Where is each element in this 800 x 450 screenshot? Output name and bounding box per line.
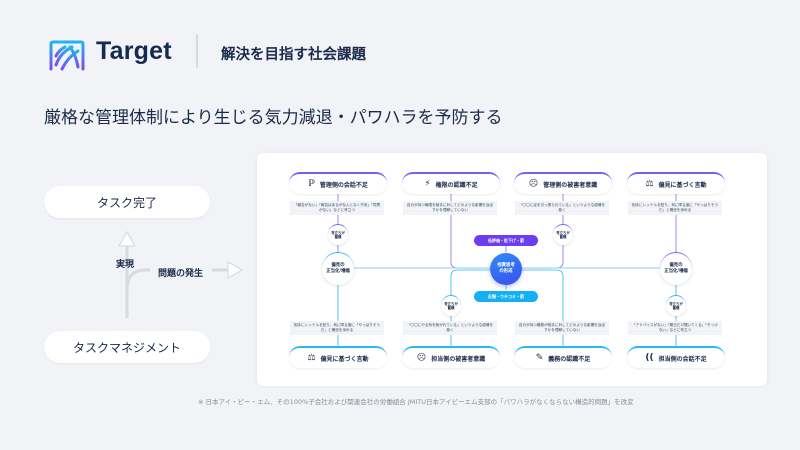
tag-resistance: 反撥・ウチコミ・罰 [474,291,538,302]
category-staff-victim-mindset: ☹ 担当側の被害者意識 [402,346,500,368]
irritation-node: 苛立ちが蓄積 [328,224,348,245]
description: 「〇〇に足を引っ張られている」というような感情を抱く [515,201,609,215]
irritation-node: 苛立ちが蓄積 [666,295,686,316]
irritation-node: 苛立ちが蓄積 [441,295,461,316]
category-staff-conversation-shortage: (( 担当側の会話不足 [627,346,725,368]
speaking-icon: (( [645,352,654,363]
category-biased-behavior-top: ⚖ 偏見に基づく言動 [627,172,725,194]
blame-thinking-core-node: 他責思考の形成 [490,253,522,285]
category-biased-behavior-bottom: ⚖ 偏見に基づく言動 [289,346,387,368]
description: 「〇〇にやる気を削がれている」というような感情を抱く [403,321,497,335]
target-logo-icon [48,39,86,71]
description: 自分が持つ権限を相手に対してどのような影響を及ぼすかを理解していない [403,201,497,215]
realize-label: 実現 [116,260,135,270]
description: 相手にレッテルを貼り、気に障る度に「やっぱりそうだ」と確信を深める [628,201,722,215]
task-complete-pill: タスク完了 [44,186,210,218]
brand-name: Target [96,37,172,65]
bias-justification-node-right: 偏見の正当化/増幅 [660,252,692,285]
category-management-victim-mindset: ☹ 管理側の被害者意識 [514,172,612,194]
category-duty-awareness-shortage: ✎ 義務の認識不足 [514,346,612,368]
category-label: 管理側の会話不足 [319,181,368,189]
scale-icon: ⚖ [307,352,316,363]
category-label: 担当側の被害者意識 [431,355,486,363]
scale-icon: ⚖ [645,178,654,189]
category-label: 担当側の会話不足 [658,355,707,363]
description: 自分が持つ義務が相手に対してどのような影響を及ぼすかを理解していない [515,321,609,335]
category-management-conversation-shortage: ℙ 管理側の会話不足 [289,172,387,194]
irritation-node: 苛立ちが蓄積 [553,224,573,245]
header-subtitle: 解決を目指す社会課題 [221,47,366,63]
header-divider [196,34,198,68]
description: 「報告がない」「報告はあるがなんとなく不安」「質問がない」などに苛立つ [290,201,384,215]
sad-face-icon: ☹ [416,352,427,363]
category-label: 義務の認識不足 [548,355,591,363]
edit-note-icon: ✎ [535,352,544,363]
lightning-icon: ⚡ [424,178,431,189]
description: 「アドバイスがない」「期日だけ聞いてくる」「そっけない」などに苛立つ [628,321,722,335]
category-label: 権限の認識不足 [435,181,478,189]
problem-arises-label: 問題の発生 [158,269,204,279]
description: 相手にレッテルを貼り、気に障る度に「やっぱりそうだ」と確信を深める [290,321,384,335]
bias-justification-node-left: 偏見の正当化/増幅 [322,252,354,285]
category-authority-awareness-shortage: ⚡ 権限の認識不足 [402,172,500,194]
ear-icon: ℙ [308,178,315,189]
source-footnote: ※ 日本アイ・ビー・エム、その100%子会社および関連会社の労働組合 JMITU… [198,398,634,406]
category-label: 偏見に基づく言動 [658,181,707,189]
page-headline: 厳格な管理体制により生じる気力減退・パワハラを予防する [44,108,503,128]
category-label: 偏見に基づく言動 [320,355,369,363]
tag-low-evaluation: 低評価・貶下げ・罰 [474,235,538,246]
category-label: 管理側の被害者意識 [543,181,598,189]
task-management-pill: タスクマネジメント [44,331,210,363]
angry-face-icon: ☹ [528,178,539,189]
